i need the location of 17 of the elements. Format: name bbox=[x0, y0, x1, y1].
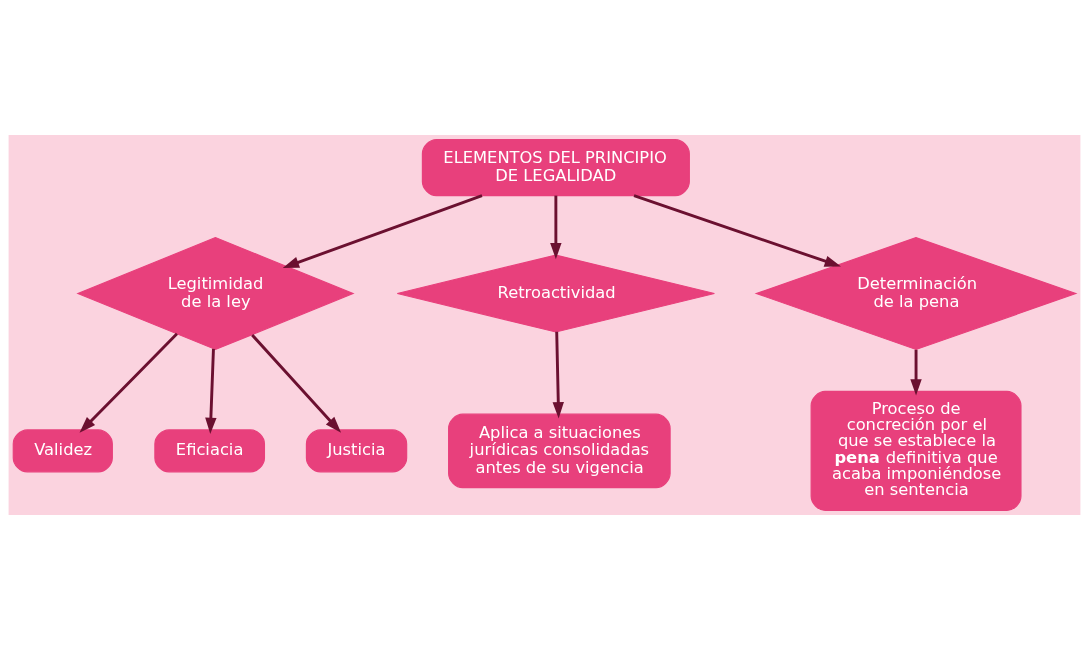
node-box: Validez bbox=[12, 428, 113, 472]
node-box: ELEMENTOS DEL PRINCIPIO DE LEGALIDAD bbox=[421, 138, 690, 196]
node-diamond: Legitimidad de la ley bbox=[76, 236, 355, 350]
arrow bbox=[910, 349, 922, 396]
arrow bbox=[205, 348, 217, 434]
arrow bbox=[633, 193, 841, 267]
node-diamond: Retroactividad bbox=[396, 253, 715, 333]
arrow bbox=[550, 195, 562, 259]
node-box: Eficiacia bbox=[154, 428, 266, 472]
node-box: Aplica a situaciones jurídicas consolidadas antes de su vigencia bbox=[448, 413, 671, 488]
arrow bbox=[251, 333, 342, 433]
node-box: Justicia bbox=[305, 428, 408, 472]
node-box: Proceso de concreción por el que se establece la pena definitiva que acaba imponiéndose en sentencia bbox=[810, 390, 1022, 511]
arrow bbox=[79, 332, 178, 433]
node-diamond: Determinación de la pena bbox=[754, 236, 1078, 350]
arrow bbox=[552, 331, 564, 418]
arrow bbox=[282, 193, 483, 268]
